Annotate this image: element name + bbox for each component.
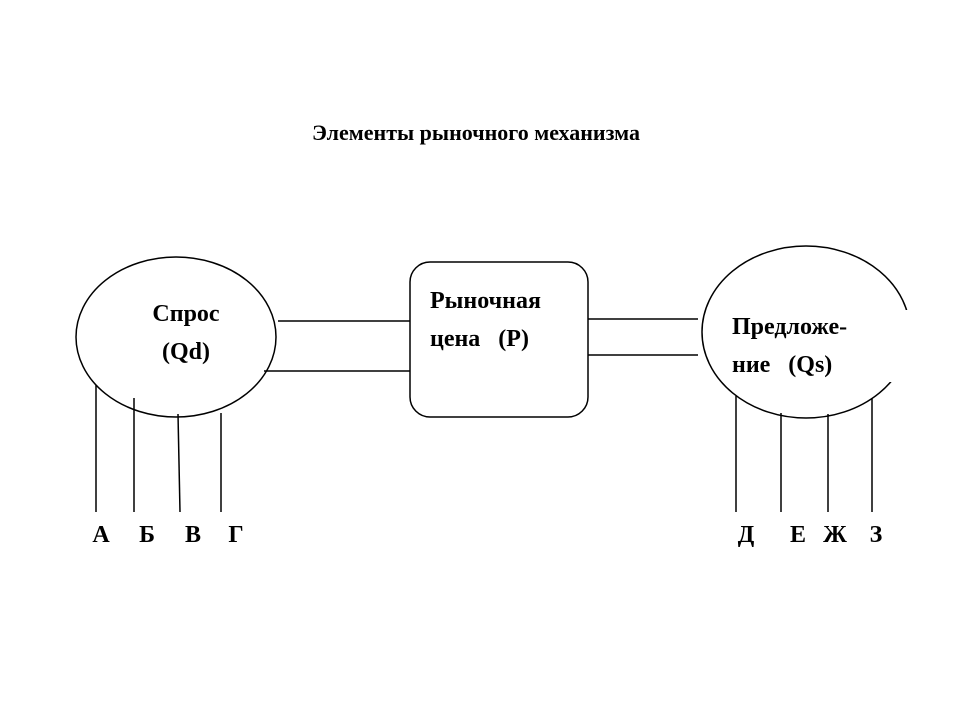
supply-label: Предложе- bbox=[732, 314, 847, 340]
demand-symbol: (Qd) bbox=[162, 339, 210, 365]
supply-factor-label-z: З bbox=[870, 522, 883, 548]
demand-factor-label-g: Г bbox=[228, 522, 243, 548]
price-label: Рыночная bbox=[430, 288, 541, 314]
diagram-title: Элементы рыночного механизма bbox=[312, 120, 640, 145]
price-symbol: цена (P) bbox=[430, 326, 529, 352]
supply-text-backdrop bbox=[726, 310, 916, 382]
demand-factor-label-v: В bbox=[185, 522, 201, 548]
supply-factor-label-e: Е bbox=[790, 522, 806, 548]
demand-ellipse bbox=[75, 256, 277, 418]
demand-factor-label-b: Б bbox=[139, 522, 155, 548]
price-box bbox=[409, 261, 589, 418]
demand-factor-label-a: А bbox=[92, 522, 110, 548]
supply-symbol: ние (Qs) bbox=[732, 352, 832, 378]
supply-factor-label-zh: Ж bbox=[823, 522, 847, 548]
supply-factor-label-d: Д bbox=[738, 522, 755, 548]
demand-label: Спрос bbox=[152, 301, 220, 327]
demand-factor-line-v bbox=[177, 413, 181, 513]
